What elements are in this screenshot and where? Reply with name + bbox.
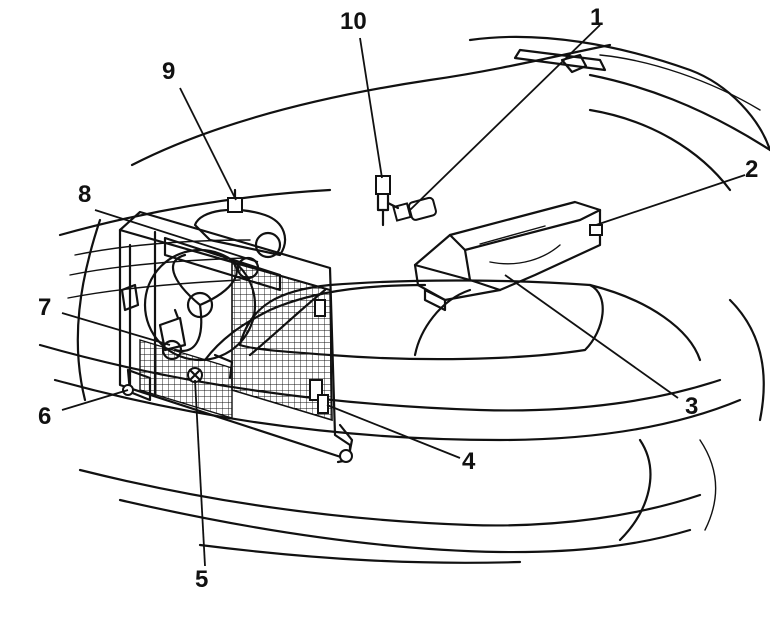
- leader-2: [595, 174, 746, 226]
- check-valve: [375, 175, 437, 227]
- washer-nozzle: [560, 53, 588, 74]
- callout-7: 7: [38, 294, 52, 321]
- callout-5: 5: [195, 566, 209, 593]
- callout-8: 8: [78, 181, 92, 208]
- car-body-outline: [38, 35, 770, 564]
- leader-6: [61, 389, 129, 411]
- leader-10: [359, 37, 383, 179]
- leader-1: [409, 24, 601, 211]
- callout-10: 10: [340, 8, 367, 35]
- callout-6: 6: [38, 403, 52, 430]
- leader-4: [326, 404, 461, 459]
- callout-3: 3: [685, 393, 699, 420]
- leader-5: [194, 379, 206, 567]
- leader-lines: [61, 24, 746, 567]
- leader-3: [504, 274, 679, 399]
- leader-7: [61, 312, 171, 346]
- callout-9: 9: [162, 58, 176, 85]
- callout-1: 1: [590, 4, 604, 31]
- callout-4: 4: [462, 448, 476, 475]
- callout-2: 2: [745, 156, 759, 183]
- leader-9: [179, 87, 237, 201]
- radiator-fan-assembly: [118, 188, 354, 464]
- washer-reservoir: [413, 200, 603, 312]
- leader-8: [94, 209, 259, 263]
